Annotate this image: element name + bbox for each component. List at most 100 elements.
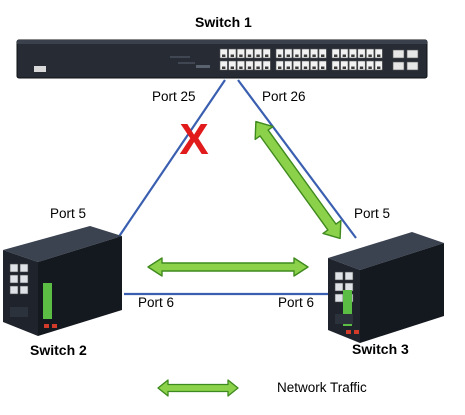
port-latch-icon — [256, 54, 260, 57]
sfp-port-icon — [406, 61, 419, 71]
rj45-port-icon — [366, 60, 375, 71]
rj45-port-icon — [228, 48, 237, 59]
rj45-port-icon — [334, 282, 344, 292]
traffic-arrow-diagonal — [254, 120, 342, 240]
port-latch-icon — [334, 54, 338, 57]
rj45-port-icon — [292, 60, 301, 71]
port-latch-icon — [342, 66, 346, 69]
rj45-port-icon — [318, 60, 327, 71]
rj45-port-icon — [245, 60, 254, 71]
port-latch-icon — [265, 54, 269, 57]
port-latch-icon — [321, 66, 325, 69]
switch2-device — [3, 226, 122, 336]
rj45-port-icon — [9, 263, 19, 273]
rj45-port-icon — [262, 48, 271, 59]
rj45-port-icon — [340, 60, 349, 71]
port-latch-icon — [265, 66, 269, 69]
port-latch-icon — [230, 54, 234, 57]
traffic-arrow-horizontal — [147, 257, 309, 277]
rj45-port-icon — [357, 48, 366, 59]
rj45-port-icon — [19, 263, 29, 273]
port-latch-icon — [312, 54, 316, 57]
legend-label: Network Traffic — [277, 380, 367, 395]
link-switch1-switch3 — [237, 79, 357, 239]
rj45-port-icon — [366, 48, 375, 59]
rj45-port-icon — [245, 48, 254, 59]
port-latch-icon — [342, 54, 346, 57]
port-latch-icon — [239, 66, 243, 69]
rj45-port-icon — [357, 60, 366, 71]
switch3-label: Switch 3 — [352, 341, 409, 357]
switch3-device — [328, 232, 444, 343]
switch2-label: Switch 2 — [30, 342, 87, 358]
port-latch-icon — [286, 54, 290, 57]
rj45-port-icon — [284, 60, 293, 71]
rj45-port-icon — [348, 60, 357, 71]
rj45-port-icon — [301, 60, 310, 71]
rj45-port-icon — [236, 60, 245, 71]
rj45-port-icon — [318, 48, 327, 59]
rj45-port-icon — [310, 48, 319, 59]
rj45-port-icon — [344, 271, 354, 281]
port-latch-icon — [247, 66, 252, 69]
port-label-s1-25: Port 25 — [152, 89, 196, 104]
rj45-port-icon — [275, 60, 284, 71]
port-latch-icon — [222, 54, 226, 57]
port-label-s1-26: Port 26 — [262, 89, 306, 104]
port-label-s3-6: Port 6 — [278, 295, 315, 310]
port-latch-icon — [368, 54, 372, 57]
port-latch-icon — [295, 66, 299, 69]
port-latch-icon — [247, 54, 252, 57]
rj45-port-icon — [348, 48, 357, 59]
port-latch-icon — [222, 66, 226, 69]
port-latch-icon — [295, 54, 299, 57]
port-latch-icon — [321, 54, 325, 57]
sfp-port-icon — [406, 49, 419, 59]
link-switch1-switch2 — [117, 79, 226, 239]
rj45-port-icon — [284, 48, 293, 59]
rj45-port-icon — [331, 60, 340, 71]
switch1-device — [16, 39, 428, 79]
port-latch-icon — [334, 66, 338, 69]
port-label-s2-6: Port 6 — [138, 295, 175, 310]
port-label-s2-5: Port 5 — [50, 206, 87, 221]
port-latch-icon — [286, 66, 290, 69]
rj45-port-icon — [254, 60, 263, 71]
rj45-port-icon — [374, 48, 383, 59]
rj45-port-icon — [19, 274, 29, 284]
rj45-port-icon — [334, 271, 344, 281]
rj45-port-icon — [344, 282, 354, 292]
port-latch-icon — [230, 66, 234, 69]
rj45-port-icon — [334, 293, 344, 303]
port-latch-icon — [303, 66, 308, 69]
port-latch-icon — [303, 54, 308, 57]
port-latch-icon — [278, 54, 282, 57]
rj45-port-icon — [301, 48, 310, 59]
rj45-port-icon — [236, 48, 245, 59]
port-latch-icon — [377, 54, 381, 57]
rj45-port-icon — [9, 285, 19, 295]
port-latch-icon — [256, 66, 260, 69]
port-latch-icon — [351, 54, 355, 57]
port-label-s3-5: Port 5 — [354, 206, 391, 221]
rj45-port-icon — [310, 60, 319, 71]
port-latch-icon — [368, 66, 372, 69]
sfp-port-icon — [392, 61, 405, 71]
port-latch-icon — [351, 66, 355, 69]
port-latch-icon — [377, 66, 381, 69]
rj45-port-icon — [254, 48, 263, 59]
rj45-port-icon — [9, 274, 19, 284]
rj45-port-icon — [275, 48, 284, 59]
rj45-port-icon — [292, 48, 301, 59]
switch1-label: Switch 1 — [195, 14, 252, 30]
legend-arrow-icon — [157, 379, 239, 397]
rj45-port-icon — [19, 285, 29, 295]
port-latch-icon — [359, 54, 364, 57]
blocked-x-marker: X — [179, 115, 208, 164]
sfp-port-icon — [392, 49, 405, 59]
port-latch-icon — [359, 66, 364, 69]
port-latch-icon — [239, 54, 243, 57]
rj45-port-icon — [228, 60, 237, 71]
